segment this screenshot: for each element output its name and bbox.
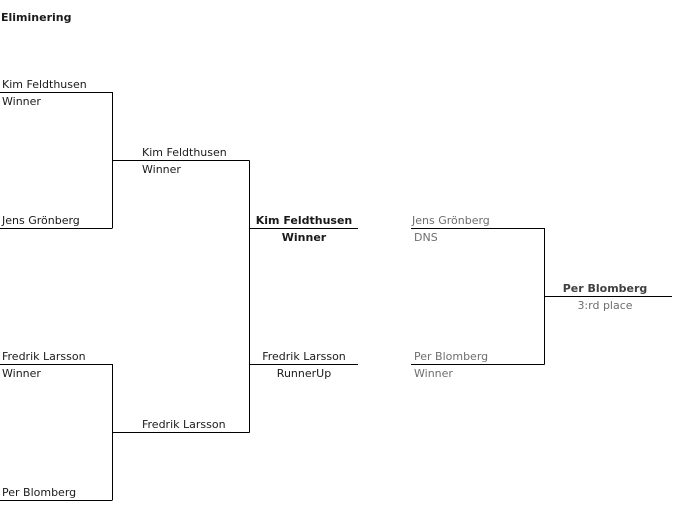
r1-entrant-1-name: Kim Feldthusen [2, 78, 87, 91]
third-entrant-1-name: Jens Grönberg [412, 214, 490, 227]
r1-entrant-4-name: Per Blomberg [2, 486, 77, 499]
r1-entrant-2-name: Jens Grönberg [2, 214, 80, 227]
r2-entrant-2-name: Fredrik Larsson [142, 418, 226, 431]
final-entrant-1-result: Winner [281, 231, 327, 244]
r1-entrant-3-name: Fredrik Larsson [2, 350, 86, 363]
r1-entrant-1-result: Winner [2, 95, 41, 108]
page-title: Eliminering [1, 11, 72, 24]
connector-third-place [411, 228, 672, 365]
connector-r1-bottom [0, 364, 250, 501]
final-entrant-2-name: Fredrik Larsson [262, 350, 346, 363]
r1-entrant-3-result: Winner [2, 367, 41, 380]
third-entrant-2-name: Per Blomberg [414, 350, 489, 363]
third-entrant-2-result: Winner [414, 367, 453, 380]
final-entrant-1-name: Kim Feldthusen [255, 214, 353, 227]
third-place-winner-result: 3:rd place [577, 299, 633, 312]
connector-r2 [249, 160, 358, 433]
third-place-winner-name: Per Blomberg [562, 282, 648, 295]
r2-entrant-1-result: Winner [142, 163, 181, 176]
third-entrant-1-result: DNS [414, 231, 438, 244]
r2-entrant-1-name: Kim Feldthusen [142, 146, 227, 159]
connector-r1-top [0, 92, 250, 229]
final-entrant-2-result: RunnerUp [276, 367, 332, 380]
